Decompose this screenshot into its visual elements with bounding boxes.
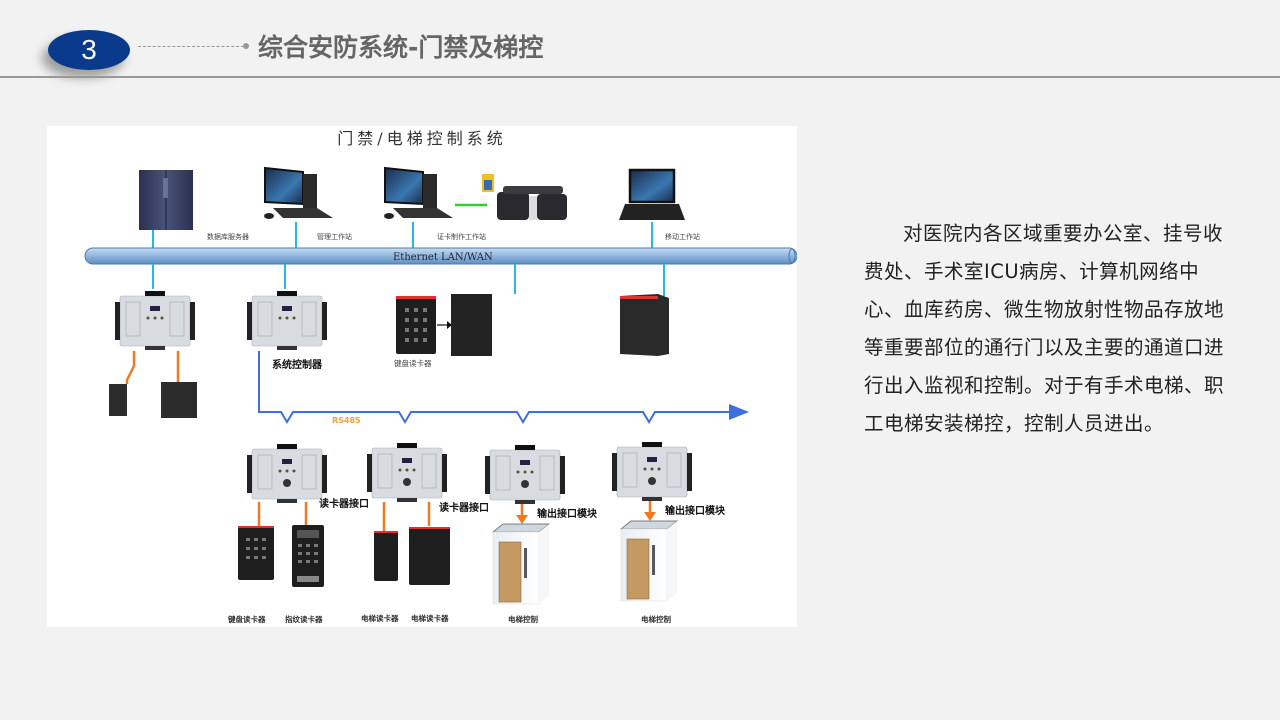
proximity-reader-icon [109, 384, 127, 416]
title-connector-dot [243, 43, 249, 49]
wall-reader-icon [620, 294, 669, 356]
elevator-reader-slim-icon [374, 531, 398, 581]
system-controller-icon [246, 290, 328, 351]
reader-wiring-lines [125, 351, 180, 384]
ethernet-lan-pipe [84, 247, 797, 265]
reader-interface-controller-1 [247, 444, 327, 503]
title-connector-line [138, 46, 244, 47]
diagram-title: 门禁/电梯控制系统 [337, 129, 506, 148]
mobile-workstation-label: 移动工作站 [665, 232, 700, 241]
card-workstation-icon [384, 166, 453, 219]
elevator-car-icon-1 [492, 523, 550, 605]
description-paragraph: 对医院内各区域重要办公室、挂号收费处、手术室ICU病房、计算机网络中心、血库药房… [864, 222, 1225, 435]
elevator-reader-label-2: 电梯读卡器 [411, 613, 449, 623]
fingerprint-reader-icon [292, 525, 324, 587]
system-controller-label: 系统控制器 [272, 358, 323, 371]
lan-drop-lines-bottom [152, 264, 665, 296]
rs485-bus-line [258, 351, 749, 424]
lan-drop-lines-top [152, 222, 653, 248]
access-control-diagram: 门禁/电梯控制系统 数据库服务器 管理工作站 [47, 126, 797, 627]
elevator-reader-label-1: 电梯读卡器 [361, 613, 399, 623]
elevator-control-label-2: 电梯控制 [641, 614, 671, 624]
ethernet-label: Ethernet LAN/WAN [393, 252, 493, 263]
elevator-control-label-1: 电梯控制 [508, 614, 538, 624]
management-workstation-icon [264, 166, 333, 219]
keypad-reader-bottom-label: 键盘读卡器 [227, 614, 266, 624]
keypad-reader-label: 键盘读卡器 [394, 358, 432, 368]
keypad-reader-bottom-icon [238, 526, 274, 580]
keypad-reader-icon [161, 382, 197, 418]
output-module-label-1: 输出接口模块 [537, 507, 598, 520]
id-card-icon [482, 174, 494, 192]
output-module-controller-2 [612, 442, 692, 501]
output-module-controller-1 [485, 445, 565, 504]
page-title: 综合安防系统-门禁及梯控 [258, 33, 544, 62]
bottom-reader-wiring [257, 502, 431, 531]
rs485-label: RS485 [332, 416, 361, 425]
reader-interface-label-2: 读卡器接口 [439, 501, 489, 514]
section-number-badge: 3 [48, 30, 130, 70]
elevator-reader-wide-icon [409, 527, 450, 585]
output-arrow-head-2 [644, 512, 656, 521]
header-divider [0, 76, 1280, 78]
output-module-label-2: 输出接口模块 [665, 504, 726, 517]
reader-interface-controller-2 [367, 443, 447, 502]
fingerprint-reader-label: 指纹读卡器 [285, 614, 323, 624]
keypad-card-reader-icon [396, 296, 436, 354]
output-arrow-head-1 [516, 515, 528, 524]
card-printer-icon [497, 186, 567, 220]
door-controller-icon [114, 290, 196, 351]
database-server-icon [139, 170, 193, 230]
card-workstation-label: 证卡制作工作站 [437, 232, 486, 241]
laptop-icon [619, 168, 685, 220]
mgmt-workstation-label: 管理工作站 [317, 232, 352, 241]
elevator-car-icon-2 [620, 520, 678, 602]
db-server-label: 数据库服务器 [207, 232, 249, 241]
output-arrows [520, 501, 652, 516]
reader-interface-label-1: 读卡器接口 [319, 497, 369, 510]
reader-arrow-head [447, 321, 452, 329]
reader-module-icon [451, 294, 492, 356]
